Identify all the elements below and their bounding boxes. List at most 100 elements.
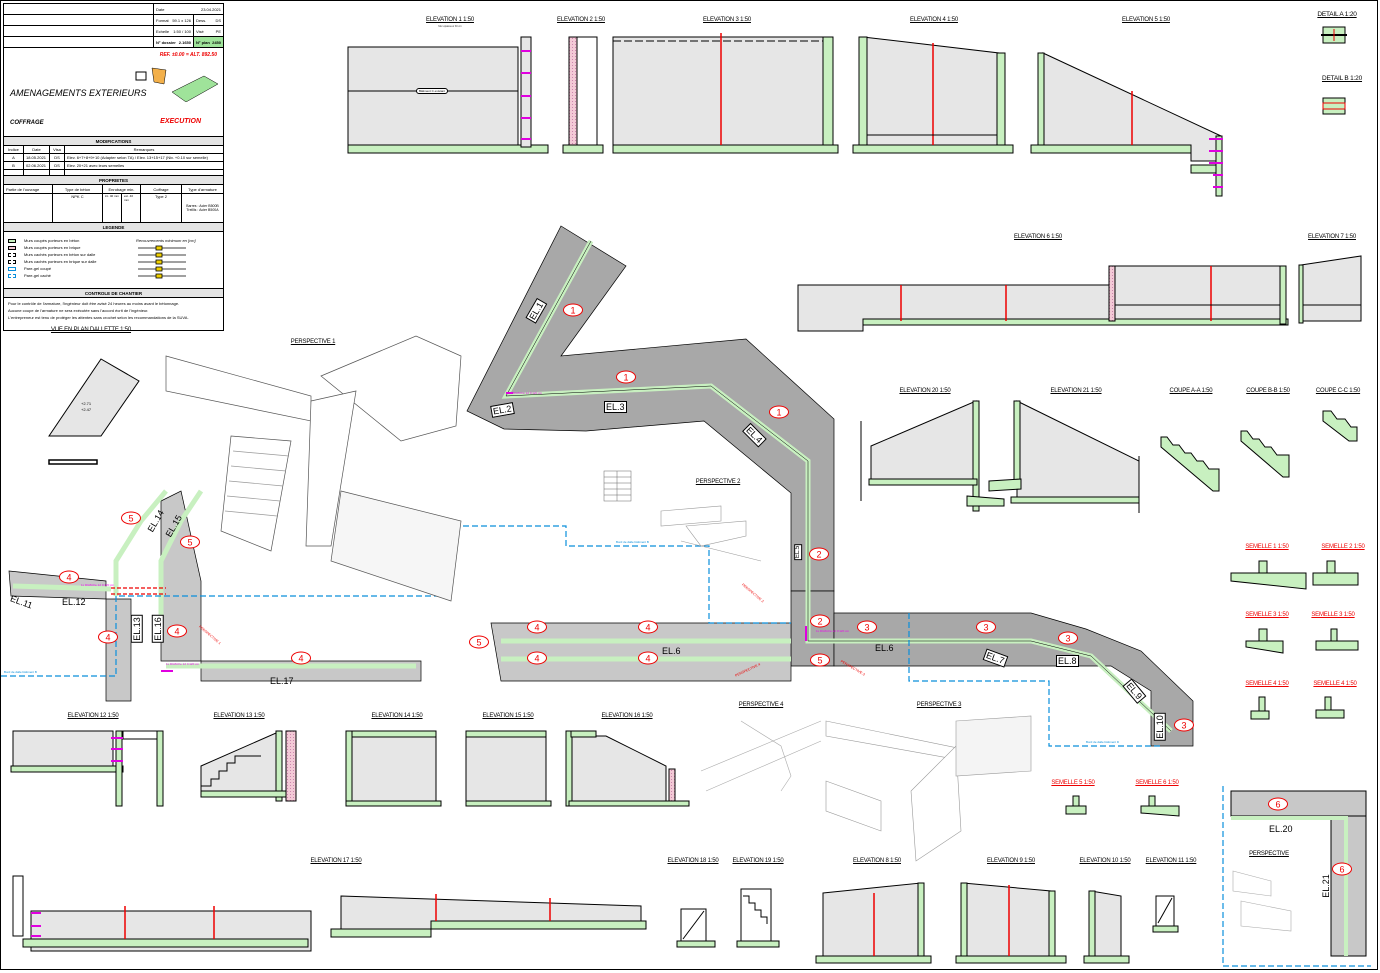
elevation-2-drawing	[562, 36, 604, 154]
stair-symbol	[603, 470, 632, 502]
elevation-6-title: ELEVATION 6 1:50	[1014, 234, 1062, 240]
perspective-4-title: PERSPECTIVE 4	[738, 702, 784, 708]
plan-label: N° plan	[196, 39, 210, 45]
footing-tag-6: 6	[1332, 862, 1352, 876]
beton-value: NPK C	[53, 194, 103, 222]
elevation-11-drawing	[1152, 895, 1179, 933]
legend-label: Murs cachés porteurs en brique sur dalle	[24, 259, 97, 264]
mod-visa: DS	[50, 162, 65, 169]
elevation-1-drawing	[347, 36, 549, 154]
hidden-frost-barrier-swatch-icon	[8, 273, 16, 278]
site-plan-icon	[135, 67, 219, 102]
existing-building-note: Bâtiment C existant	[416, 88, 449, 94]
slab-edge-label: Bord de dalle bâtiment B	[4, 670, 37, 674]
legend-label: Pare-gel coupé	[24, 266, 52, 271]
slab-edge-label: Bord de dalle bâtiment B	[616, 540, 649, 544]
overlap-title: Recouvrements minimum en [cm]	[136, 238, 196, 243]
detail-b-title: DETAIL B 1:20	[1321, 75, 1363, 82]
footing-tag-2: 2	[810, 614, 830, 628]
perspective-5-title: PERSPECTIVE	[1249, 851, 1289, 857]
dallette-level-2: +2.47	[81, 407, 92, 412]
footing-tag-6: 6	[1268, 797, 1288, 811]
footing-tag-4: 4	[638, 651, 658, 665]
legend-item: Murs cachés porteurs en brique sur dalle	[8, 259, 96, 264]
modifications-columns: Indice Date Visa Remarques	[4, 146, 223, 154]
enrobage-ext: ext. 40 mm	[122, 194, 141, 222]
footing-tag-3: 3	[1174, 718, 1194, 732]
elevation-16-drawing	[565, 730, 690, 807]
wall-label-el10: EL.10	[1153, 713, 1166, 741]
semelle-3b-title: SEMELLE 3 1:50	[1311, 612, 1355, 618]
footing-tag-3: 3	[976, 620, 996, 634]
wall-label-el12: EL.12	[62, 597, 86, 607]
wall-label-el16: EL.16	[151, 615, 164, 643]
controle-line: L'entrepreneur est tenu de protéger les …	[8, 315, 189, 320]
drawing-subtitle: COFFRAGE	[10, 120, 44, 126]
legend-label: Pare-gel caché	[24, 273, 51, 278]
perspective-3-title: PERSPECTIVE 3	[916, 702, 962, 708]
footing-tag-2: 2	[809, 547, 829, 561]
footing-tag-4: 4	[527, 651, 547, 665]
elevation-10-drawing	[1083, 890, 1130, 964]
dallette-title: VUE EN PLAN DALLETTE 1:50	[50, 327, 132, 333]
legende-header: LEGENDE	[4, 223, 223, 232]
semelle-footings	[1065, 560, 1359, 817]
rebar-note: 1x DIAM.Fe 12 l=120 cm	[166, 662, 200, 666]
coupe-cc-drawing	[1322, 410, 1358, 442]
footing-tag-4: 4	[291, 651, 311, 665]
perspective-4-drawing	[700, 720, 822, 792]
elevation-14-drawing	[345, 730, 442, 807]
legend-item: Pare-gel coupé	[8, 266, 51, 271]
elevation-15-drawing	[465, 730, 552, 807]
semelle-4a-title: SEMELLE 4 1:50	[1245, 681, 1289, 687]
elevation-3-drawing	[612, 33, 839, 154]
legend-label: Murs coupés porteurs en brique	[24, 245, 81, 250]
legend-item: Pare-gel caché	[8, 273, 51, 278]
elevation-6-drawing	[797, 265, 1289, 332]
coupe-cc-title: COUPE C-C 1:50	[1315, 388, 1361, 394]
footing-tag-3: 3	[1058, 631, 1078, 645]
drawing-status: EXECUTION	[160, 118, 201, 125]
elevation-13-title: ELEVATION 13 1:50	[213, 713, 265, 719]
vise-value: PE	[215, 28, 221, 34]
wall-label-el20: EL.20	[1269, 824, 1293, 834]
semelle-2-title: SEMELLE 2 1:50	[1321, 544, 1365, 550]
controle-line: Pour le contrôle de l'armature, l'ingéni…	[8, 301, 180, 306]
wall-label-el6: EL.6	[662, 646, 681, 656]
semelle-6-title: SEMELLE 6 1:50	[1135, 780, 1179, 786]
mod-indice: B	[4, 162, 24, 169]
elevation-4-title: ELEVATION 4 1:50	[910, 17, 958, 23]
col-remarques: Remarques	[133, 147, 155, 152]
semelle-5-title: SEMELLE 5 1:50	[1051, 780, 1095, 786]
footing-tag-1: 1	[769, 405, 789, 419]
mod-date: 02.06.2021	[24, 162, 50, 169]
echelle-label: Echelle	[156, 28, 170, 34]
concrete-wall-swatch-icon	[8, 238, 16, 243]
format-value: 59.1 x 126	[172, 17, 191, 23]
elevation-19-title: ELEVATION 19 1:50	[732, 858, 784, 864]
brick-wall-swatch-icon	[8, 245, 16, 250]
footing-tag-5: 5	[121, 511, 141, 525]
detail-a-title: DETAIL A 1:20	[1317, 11, 1357, 18]
rebar-note: 1x DIAM.Fe 12 l=120 cm	[509, 391, 543, 395]
footing-tag-5: 5	[180, 535, 200, 549]
mod-date: 18.05.2021	[24, 154, 50, 161]
elevation-20-drawing	[860, 400, 1005, 512]
wall-label-el3: EL.3	[604, 401, 627, 413]
col-indice: Indice	[4, 146, 24, 153]
mod-remarques: Elev. 6+7+8+9+10 (Adapter selon TA) / El…	[67, 155, 208, 160]
rebar-note: 1x DIAM.Fe 12 l=120 cm	[81, 583, 115, 587]
semelle-4b-title: SEMELLE 4 1:50	[1313, 681, 1357, 687]
dallette-plan-drawing	[48, 358, 140, 465]
coupe-aa-drawing	[1160, 436, 1220, 492]
elevation-14-title: ELEVATION 14 1:50	[371, 713, 423, 719]
perspective-3-drawing	[825, 715, 1032, 862]
dessin-label: Dess.	[196, 17, 207, 23]
elevation-1-subtitle: Mur épaisseur 30 cm	[438, 25, 462, 28]
date-value: 23.04.2021	[200, 6, 221, 12]
elevation-18-drawing	[676, 908, 716, 948]
elevation-8-drawing	[815, 882, 932, 964]
mod-indice: A	[4, 154, 24, 161]
